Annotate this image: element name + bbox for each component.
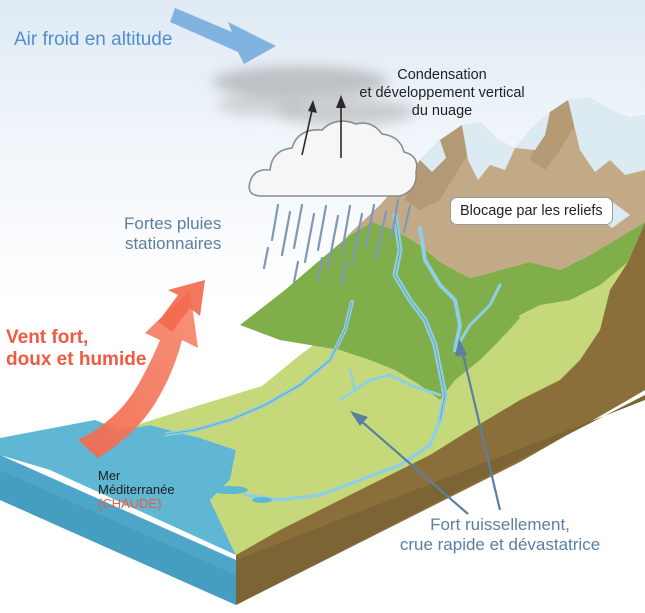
- coastal-lagoons: [134, 430, 272, 503]
- rain-cloud: [248, 120, 418, 197]
- forest-hills: [240, 222, 645, 400]
- mountain-shadow-2: [530, 100, 575, 170]
- terrain-side-bottom: [236, 395, 645, 605]
- runoff-line-1: Fort ruissellement,: [430, 515, 570, 534]
- sea-label: Mer Méditerranée (CHAUDE): [98, 469, 175, 511]
- condensation-label: Condensation et développement vertical d…: [322, 66, 562, 120]
- river-outlines: [159, 214, 446, 436]
- cold-air-label: Air froid en altitude: [14, 29, 173, 50]
- updraft-arrows: [301, 95, 346, 158]
- sea-front-face-shade: [0, 470, 236, 605]
- runoff-label: Fort ruissellement, crue rapide et dévas…: [365, 515, 635, 555]
- condensation-line-1: Condensation: [397, 67, 487, 83]
- heavy-rain-line-2: stationnaires: [124, 234, 222, 253]
- sea-surface: [0, 420, 236, 555]
- sea-line-1: Mer: [98, 468, 121, 483]
- sea-temperature-label: (CHAUDE): [98, 496, 162, 511]
- heavy-rain-label: Fortes pluies stationnaires: [124, 214, 221, 254]
- warm-wind-line-2: doux et humide: [6, 349, 147, 370]
- relief-blocking-label: Blocage par les reliefs: [450, 197, 613, 225]
- runoff-pointer-arrows: [350, 338, 502, 515]
- heavy-rain-line-1: Fortes pluies: [124, 214, 222, 233]
- warm-wind-label: Vent fort, doux et humide: [6, 327, 146, 371]
- snow-caps: [420, 98, 645, 228]
- forest-patch: [450, 292, 520, 335]
- warm-wind-arrow-small: [158, 280, 205, 332]
- condensation-line-3: du nuage: [411, 103, 473, 119]
- warm-wind-line-1: Vent fort,: [6, 327, 89, 348]
- sea-line-2: Méditerranée: [98, 482, 175, 497]
- rain-streaks: [262, 198, 412, 286]
- runoff-line-2: crue rapide et dévastatrice: [399, 535, 601, 554]
- mountain-shadow: [405, 125, 470, 210]
- condensation-haze: [212, 66, 415, 126]
- cold-air-arrow: [170, 8, 276, 64]
- warm-wind-arrow: [78, 290, 198, 458]
- condensation-line-2: et développement vertical: [359, 85, 525, 101]
